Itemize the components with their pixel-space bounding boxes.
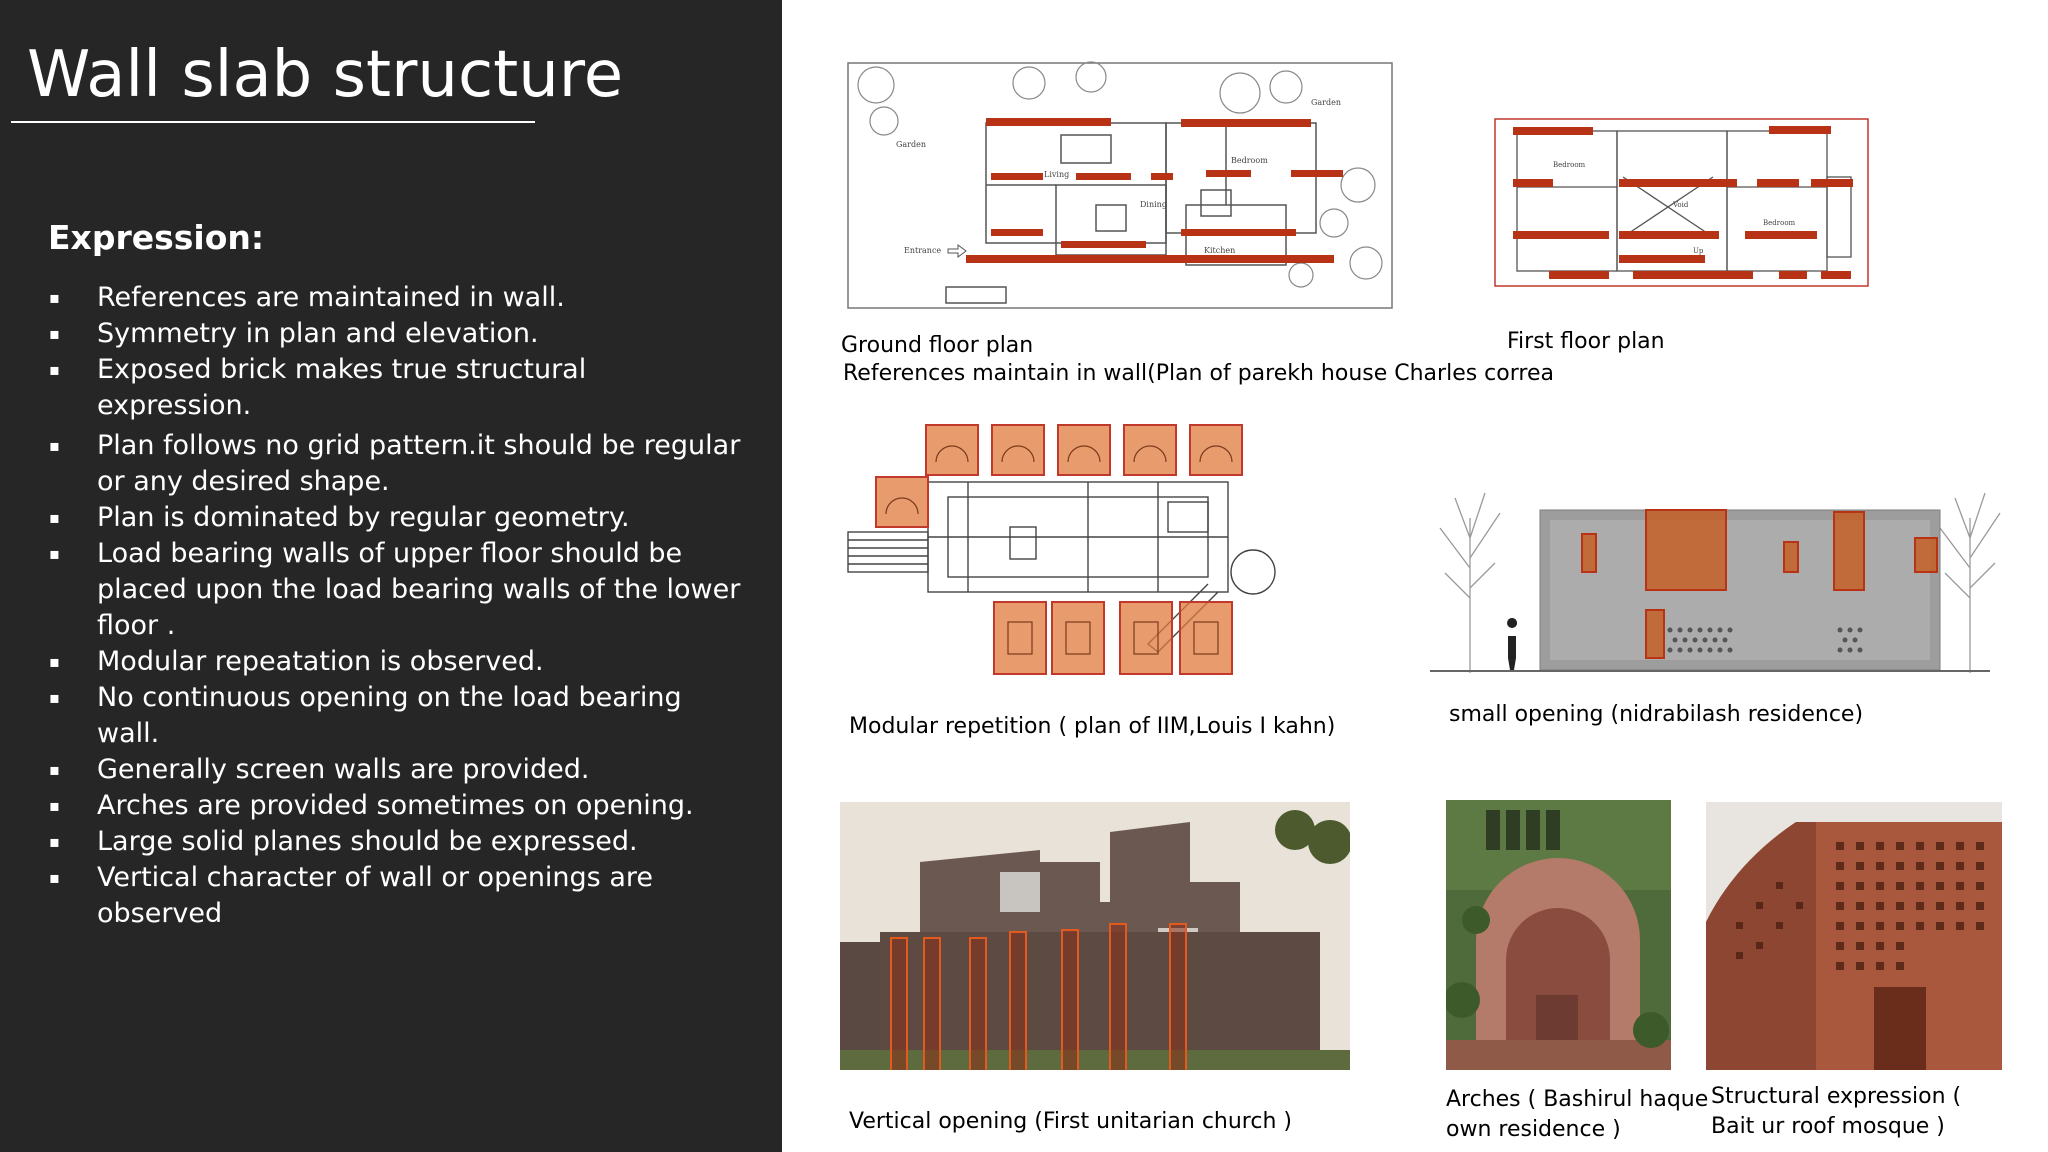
first-label-bedroom-left: Bedroom (1553, 161, 1586, 169)
bullet-icon: ▪ (49, 288, 60, 307)
bullet-text: Generally screen walls are provided. (97, 754, 590, 785)
bullet-item: ▪ Symmetry in plan and elevation. (48, 316, 748, 352)
unitarian-caption: Vertical opening (First unitarian church… (849, 1109, 1292, 1134)
bashirul-caption: Arches ( Bashirul haque own residence ) (1446, 1087, 1709, 1142)
first-floor-plan-drawing: Bedroom Void Bedroom Up (1493, 117, 1871, 289)
bashirul-residence-svg (1446, 800, 1671, 1070)
bullet-text: Modular repeatation is observed. (97, 646, 544, 677)
bullet-item: ▪ Plan follows no grid pattern.it should … (48, 428, 748, 500)
first-label-void: Void (1672, 201, 1689, 209)
bullet-icon: ▪ (49, 868, 60, 887)
bait-ur-roof-caption: Structural expression ( Bait ur roof mos… (1711, 1084, 1962, 1139)
bullet-text: References are maintained in wall. (97, 282, 565, 313)
bullet-item: ▪ Generally screen walls are provided. (48, 752, 748, 788)
bullet-item: ▪ Plan is dominated by regular geometry. (48, 500, 748, 536)
ground-floor-plan-drawing: Garden Garden Living Bedroom Dining Kitc… (846, 55, 1406, 325)
bullet-text: Large solid planes should be expressed. (97, 826, 638, 857)
bullet-icon: ▪ (49, 652, 60, 671)
bullet-text: Arches are provided sometimes on opening… (97, 790, 694, 821)
entrance-arrow-icon (947, 244, 967, 258)
nidrabilash-elevation-svg (1430, 458, 2008, 678)
bullet-text: Load bearing walls of upper floor should… (97, 538, 741, 641)
ground-label-kitchen: Kitchen (1204, 246, 1235, 255)
first-label-bedroom-right: Bedroom (1763, 219, 1796, 227)
human-figure-icon (1507, 618, 1518, 670)
unitarian-church-svg (840, 802, 1350, 1070)
bullet-icon: ▪ (49, 544, 60, 563)
section-heading: Expression: (48, 218, 265, 257)
bullet-icon: ▪ (49, 360, 60, 379)
bullet-text: Plan follows no grid pattern.it should b… (97, 430, 741, 497)
ground-label-entrance: Entrance (904, 246, 941, 255)
bait-ur-roof-svg (1706, 802, 2002, 1070)
bullet-item: ▪ Exposed brick makes true structural exp… (48, 352, 748, 424)
bullet-icon: ▪ (49, 436, 60, 455)
ground-label-garden-left: Garden (896, 140, 926, 149)
ground-floor-caption: Ground floor plan (841, 333, 1034, 358)
iim-plan-svg (838, 422, 1286, 677)
nidrabilash-elevation-drawing (1430, 458, 2008, 678)
bullet-text: Plan is dominated by regular geometry. (97, 502, 630, 533)
bullet-item: ▪ Modular repeatation is observed. (48, 644, 748, 680)
bullet-text: Exposed brick makes true structural expr… (97, 354, 587, 421)
plans-reference-caption: References maintain in wall(Plan of pare… (843, 361, 1554, 386)
bullet-text: Vertical character of wall or openings a… (97, 862, 653, 929)
bullet-icon: ▪ (49, 796, 60, 815)
first-floor-caption: First floor plan (1507, 329, 1665, 354)
nidrabilash-caption: small opening (nidrabilash residence) (1449, 702, 1864, 727)
bullet-item: ▪ Vertical character of wall or openings … (48, 860, 748, 932)
unitarian-church-photo (840, 802, 1350, 1070)
title-underline (11, 121, 535, 123)
expression-bullet-list: ▪ References are maintained in wall. ▪ Sym… (48, 280, 748, 932)
ground-label-garden-right: Garden (1311, 98, 1341, 107)
first-label-up: Up (1693, 247, 1704, 255)
bullet-icon: ▪ (49, 688, 60, 707)
bullet-text: Symmetry in plan and elevation. (97, 318, 539, 349)
bullet-icon: ▪ (49, 324, 60, 343)
bullet-item: ▪ Load bearing walls of upper floor shoul… (48, 536, 748, 644)
bullet-item: ▪ References are maintained in wall. (48, 280, 748, 316)
iim-plan-drawing (838, 422, 1286, 677)
bullet-text: No continuous opening on the load bearin… (97, 682, 682, 749)
bullet-item: ▪ Large solid planes should be expressed. (48, 824, 748, 860)
ground-floor-plan-svg: Garden Garden Living Bedroom Dining Kitc… (847, 61, 1393, 309)
bullet-icon: ▪ (49, 832, 60, 851)
bashirul-residence-photo (1446, 800, 1671, 1070)
left-text-panel (0, 0, 782, 1152)
bullet-item: ▪ Arches are provided sometimes on openin… (48, 788, 748, 824)
bait-ur-roof-photo (1706, 802, 2002, 1070)
bullet-icon: ▪ (49, 508, 60, 527)
iim-caption: Modular repetition ( plan of IIM,Louis I… (849, 714, 1336, 739)
ground-label-dining: Dining (1140, 200, 1167, 209)
bullet-item: ▪ No continuous opening on the load beari… (48, 680, 748, 752)
ground-label-bedroom: Bedroom (1231, 156, 1268, 165)
bullet-icon: ▪ (49, 760, 60, 779)
first-floor-plan-svg: Bedroom Void Bedroom Up (1494, 118, 1869, 287)
ground-label-living: Living (1044, 170, 1069, 179)
slide-title: Wall slab structure (27, 38, 624, 112)
